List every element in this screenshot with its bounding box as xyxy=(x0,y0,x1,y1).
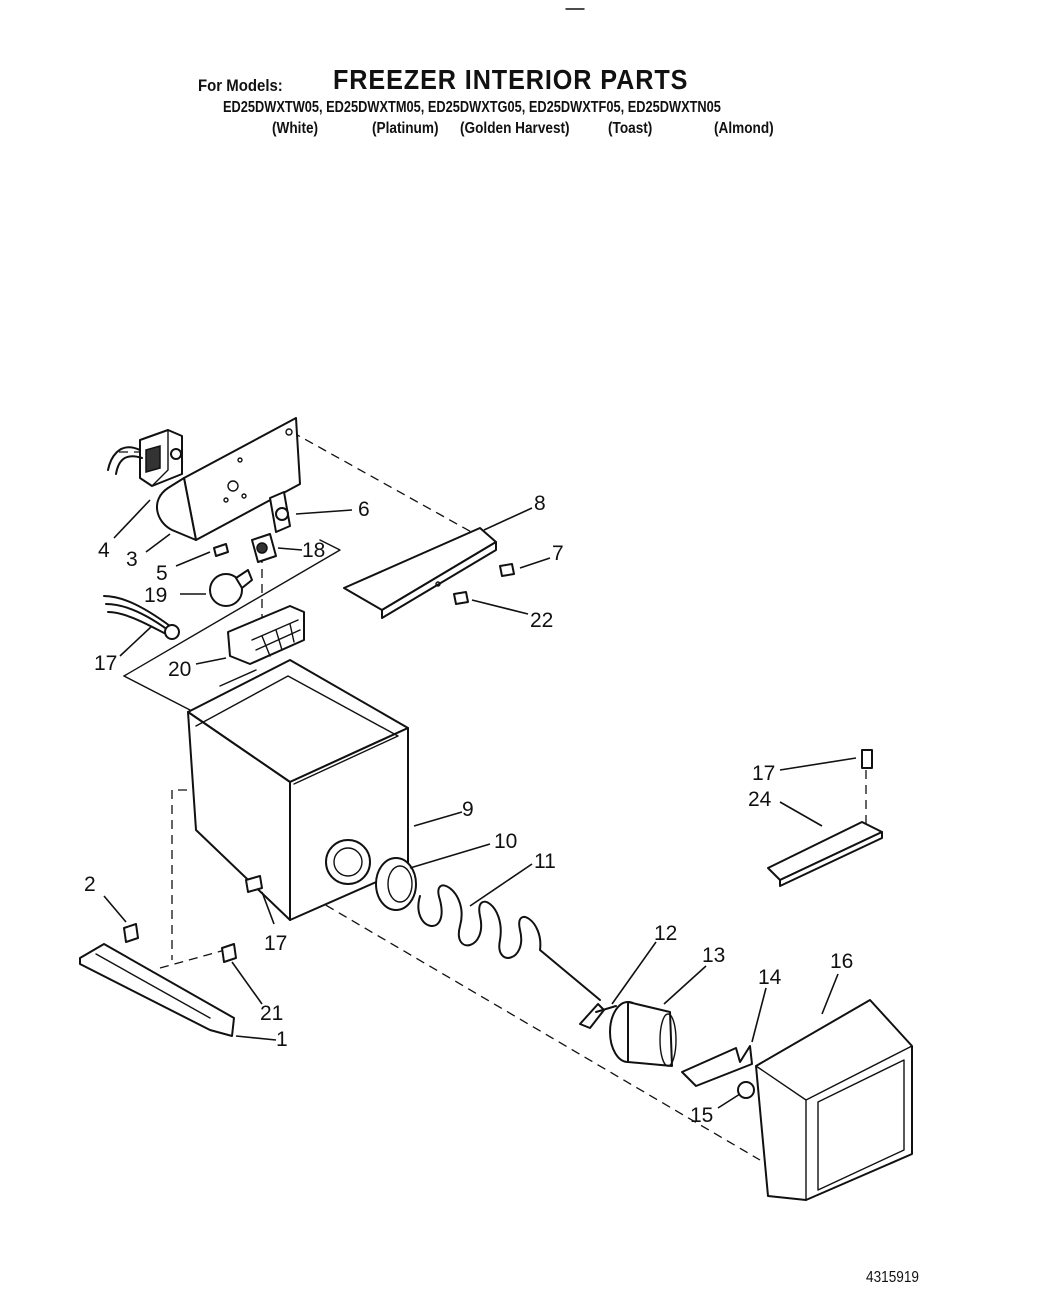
lamp-cover xyxy=(227,605,305,665)
callout-1: 1 xyxy=(276,1028,288,1051)
callout-5: 5 xyxy=(156,562,168,585)
callout-20: 19 xyxy=(144,584,167,607)
callout-21: 20 xyxy=(168,658,191,681)
callout-15: 15 xyxy=(690,1104,713,1127)
callout-10: 10 xyxy=(494,830,517,853)
color-white: (White) xyxy=(272,120,319,137)
for-models-label: For Models: xyxy=(198,76,283,95)
callout-17-bracket: 17 xyxy=(752,762,775,785)
auger-clip xyxy=(579,1003,617,1029)
mounting-bracket xyxy=(156,417,301,541)
callout-24: 24 xyxy=(748,788,772,811)
hex-nut xyxy=(737,1081,755,1099)
lamp-socket xyxy=(251,533,277,563)
document-number: 4315919 xyxy=(866,1269,919,1286)
callout-4: 4 xyxy=(98,539,110,562)
screw-7 xyxy=(499,563,515,577)
callout-23: 22 xyxy=(530,609,553,632)
color-golden-harvest: (Golden Harvest) xyxy=(460,120,570,137)
page-title: FREEZER INTERIOR PARTS xyxy=(333,64,689,95)
timer-motor xyxy=(107,429,183,487)
screw-17a xyxy=(245,875,263,893)
cover-plate xyxy=(343,527,497,619)
screw-5 xyxy=(213,543,229,557)
color-toast: (Toast) xyxy=(608,120,653,137)
drive-coupler xyxy=(609,1001,677,1067)
motor-bracket xyxy=(681,1045,753,1087)
callout-labels: 4 3 5 6 18 19 17 20 8 7 22 9 10 11 12 13… xyxy=(84,492,853,1127)
bin-rail xyxy=(79,943,235,1037)
callout-3: 3 xyxy=(126,548,138,571)
callout-11: 11 xyxy=(534,850,556,873)
callout-9: 9 xyxy=(462,798,474,821)
callout-22: 21 xyxy=(260,1002,283,1025)
callout-12: 12 xyxy=(654,922,677,945)
wire-harness xyxy=(103,595,180,640)
screw-2 xyxy=(123,923,139,943)
callout-7: 7 xyxy=(552,542,564,565)
ice-bin xyxy=(187,659,409,921)
screw-23 xyxy=(453,591,469,605)
bearing xyxy=(375,857,417,911)
light-bulb xyxy=(209,569,253,607)
auger-spring xyxy=(417,884,601,1001)
shelf-bracket xyxy=(767,821,883,887)
callout-19: 18 xyxy=(302,539,325,562)
callout-17-bin: 17 xyxy=(264,932,287,955)
callout-13: 13 xyxy=(702,944,725,967)
color-almond: (Almond) xyxy=(714,120,774,137)
callout-8: 8 xyxy=(534,492,546,515)
callout-16: 16 xyxy=(830,950,853,973)
screw-17b xyxy=(861,749,873,769)
clip-part xyxy=(269,491,291,533)
callout-2: 2 xyxy=(84,873,96,896)
callout-18: 17 xyxy=(94,652,117,675)
screw-22 xyxy=(221,943,237,963)
model-numbers: ED25DWXTW05, ED25DWXTM05, ED25DWXTG05, E… xyxy=(223,99,721,116)
auger-motor xyxy=(755,999,913,1201)
color-platinum: (Platinum) xyxy=(372,120,439,137)
leader-lines xyxy=(103,499,857,1109)
callout-6: 6 xyxy=(358,498,370,521)
callout-14: 14 xyxy=(758,966,782,989)
